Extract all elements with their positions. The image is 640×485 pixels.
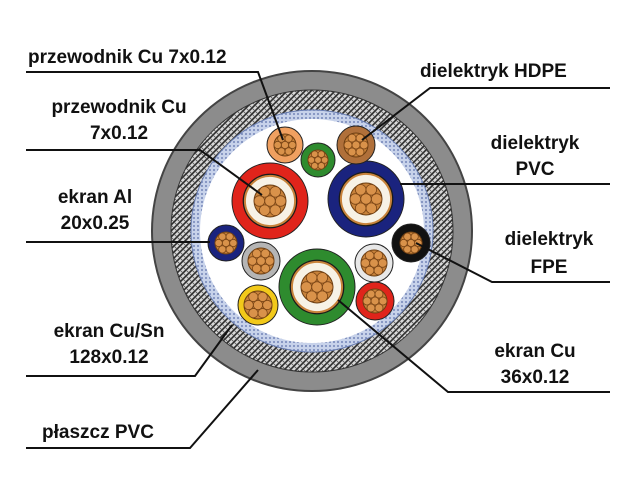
core-blue-small-conductor: [214, 231, 238, 255]
label-left-conductor-line1: przewodnik Cu: [51, 97, 187, 118]
label-fpe-line1: dielektryk: [504, 229, 594, 250]
label-al-screen-line2: 20x0.25: [60, 213, 130, 234]
core-white-conductor: [360, 249, 388, 277]
label-cusn-screen-line2: 128x0.12: [69, 347, 149, 368]
core-grey-conductor: [247, 247, 275, 275]
label-pvc-line1: dielektryk: [490, 133, 580, 154]
label-cu-screen-line2: 36x0.12: [500, 367, 570, 388]
core-brown-conductor: [343, 132, 369, 158]
leader-cu-screen: [337, 299, 610, 393]
label-left-conductor-line2: 7x0.12: [89, 123, 149, 144]
label-cu-screen-line1: ekran Cu: [494, 341, 576, 362]
core-green-small-conductor: [307, 149, 329, 171]
core-yellow-conductor: [243, 290, 273, 320]
label-pvc-line2: PVC: [515, 159, 555, 180]
label-cusn-screen-line1: ekran Cu/Sn: [53, 321, 165, 342]
coax-blue-conductor: [349, 182, 383, 216]
core-red-small-conductor: [362, 288, 388, 314]
leader-cusn-screen: [26, 324, 233, 377]
label-fpe-line2: FPE: [530, 257, 568, 278]
leader-hdpe: [361, 87, 610, 141]
label-hdpe: dielektryk HDPE: [420, 61, 567, 82]
core-black-conductor: [399, 231, 423, 255]
coax-green-conductor: [300, 270, 334, 304]
leader-sheath: [26, 369, 259, 449]
coax-red-conductor: [253, 184, 287, 218]
leader-left-conductor: [26, 149, 263, 196]
leader-top-left-conductor: [26, 71, 284, 141]
leader-fpe: [415, 242, 610, 283]
label-leaders: [26, 71, 610, 449]
label-al-screen-line1: ekran Al: [57, 187, 133, 208]
label-sheath: płaszcz PVC: [42, 422, 154, 443]
cable-cores: [207, 125, 431, 326]
label-top-left-conductor: przewodnik Cu 7x0.12: [28, 47, 227, 68]
core-orange-conductor: [273, 133, 297, 157]
